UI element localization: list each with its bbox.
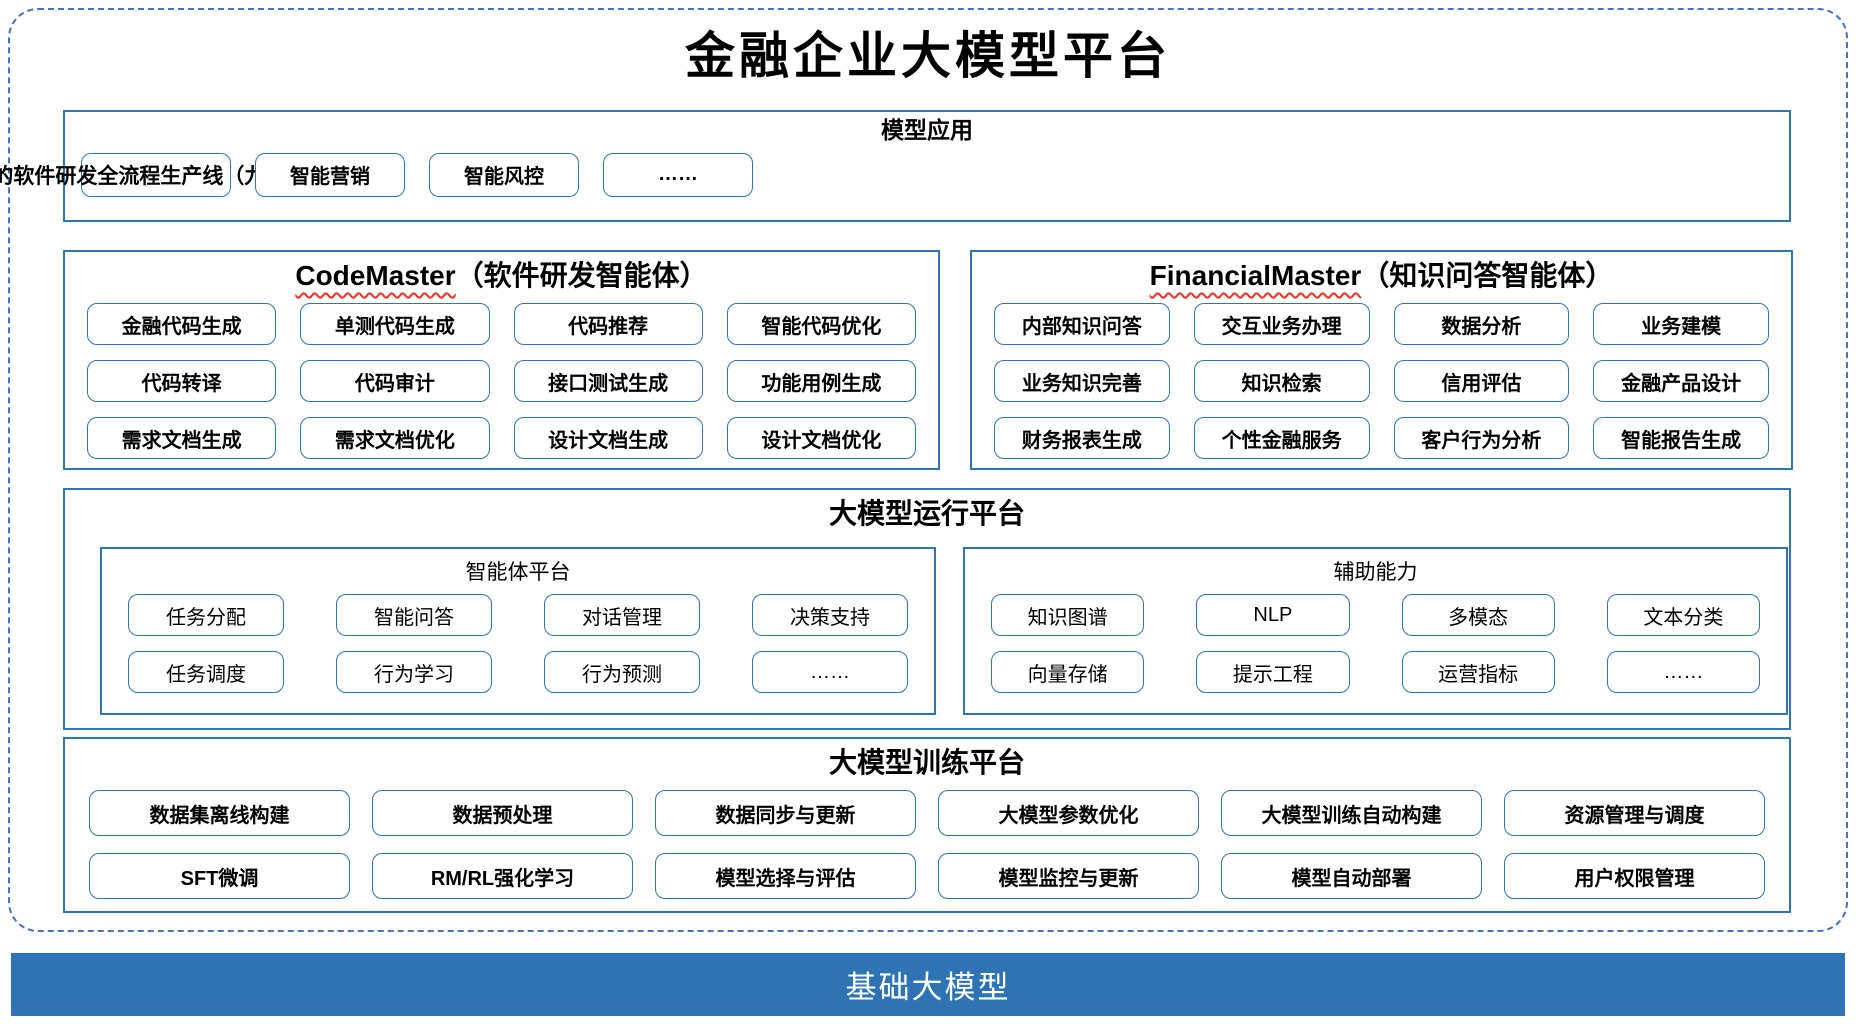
item-box: 文本分类 xyxy=(1606,594,1760,636)
item-box: 决策支持 xyxy=(752,594,908,636)
pipeline-box: 基于AI的软件研发全流程生产线（九天揽月AI+） xyxy=(0,152,383,197)
item-box: 信用评估 xyxy=(1393,360,1570,402)
item-box: 大模型参数优化 xyxy=(938,790,1199,836)
item-box: 接口测试生成 xyxy=(513,360,703,402)
item-box: 行为学习 xyxy=(336,651,492,693)
item-box: 金融代码生成 xyxy=(87,303,277,345)
item-box: 用户权限管理 xyxy=(1504,853,1765,899)
section-train-platform-title: 大模型训练平台 xyxy=(828,747,1025,778)
item-box: 功能用例生成 xyxy=(726,360,916,402)
item-box: 智能代码优化 xyxy=(726,303,916,345)
item-box: 智能报告生成 xyxy=(1593,417,1769,459)
section-codemaster: CodeMaster（软件研发智能体） 金融代码生成单测代码生成代码推荐智能代码… xyxy=(63,250,940,470)
section-run-platform-title: 大模型运行平台 xyxy=(828,498,1025,529)
item-box: 任务分配 xyxy=(128,594,284,636)
item-box: 设计文档生成 xyxy=(513,417,703,459)
item-box: 交互业务办理 xyxy=(1193,303,1370,345)
item-box: 运营指标 xyxy=(1401,651,1555,693)
item-box: 数据分析 xyxy=(1393,303,1570,345)
agent-platform-grid: 任务分配 智能问答 对话管理 决策支持任务调度 行为学习 行为预测 …… xyxy=(102,586,934,693)
financialmaster-title-suffix: （知识问答智能体） xyxy=(1361,260,1614,291)
section-financialmaster-title: FinancialMaster（知识问答智能体） xyxy=(972,252,1791,293)
item-box: 模型监控与更新 xyxy=(938,853,1199,899)
page-title: 金融企业大模型平台 xyxy=(685,26,1171,85)
item-box: 个性金融服务 xyxy=(1193,417,1370,459)
agent-platform-box: 智能体平台 任务分配 智能问答 对话管理 决策支持任务调度 行为学习 行为预测 …… xyxy=(100,547,936,715)
financialmaster-title-en: FinancialMaster xyxy=(1149,260,1362,291)
item-box: 智能风控 xyxy=(429,152,579,197)
item-box: 代码转译 xyxy=(87,360,277,402)
item-box: 资源管理与调度 xyxy=(1504,790,1765,836)
item-box: 业务知识完善 xyxy=(994,360,1170,402)
item-box: 智能营销 xyxy=(255,152,405,197)
section-model-application-title: 模型应用 xyxy=(881,117,973,143)
section-train-platform: 大模型训练平台 数据集离线构建数据预处理数据同步与更新大模型参数优化大模型训练自… xyxy=(63,737,1791,913)
item-box: 数据同步与更新 xyxy=(655,790,916,836)
item-box: 知识检索 xyxy=(1193,360,1370,402)
item-box: 多模态 xyxy=(1401,594,1555,636)
item-box: 模型选择与评估 xyxy=(655,853,916,899)
auxiliary-box: 辅助能力 知识图谱 NLP 多模态 文本分类向量存储 提示工程 运营指标 …… xyxy=(963,547,1788,715)
base-model-label: 基础大模型 xyxy=(845,970,1011,1005)
item-box: …… xyxy=(1606,651,1760,693)
train-platform-grid: 数据集离线构建数据预处理数据同步与更新大模型参数优化大模型训练自动构建资源管理与… xyxy=(65,780,1789,899)
item-box: 数据集离线构建 xyxy=(89,790,350,836)
codemaster-title-en: CodeMaster xyxy=(295,260,456,291)
codemaster-title-suffix: （软件研发智能体） xyxy=(455,260,708,291)
item-box: …… xyxy=(752,651,908,693)
model-application-items: 智能营销智能风控 …… xyxy=(255,152,753,197)
item-box: 向量存储 xyxy=(991,651,1145,693)
section-run-platform: 大模型运行平台 智能体平台 任务分配 智能问答 对话管理 决策支持任务调度 行为学习 行为… xyxy=(63,488,1791,730)
item-box: 需求文档生成 xyxy=(87,417,277,459)
item-box: 任务调度 xyxy=(128,651,284,693)
financialmaster-grid: 内部知识问答交互业务办理数据分析业务建模业务知识完善知识检索信用评估金融产品设计… xyxy=(972,293,1791,459)
item-box: 设计文档优化 xyxy=(726,417,916,459)
item-box: NLP xyxy=(1196,594,1350,636)
item-box: 提示工程 xyxy=(1196,651,1350,693)
item-box: 数据预处理 xyxy=(372,790,633,836)
item-box: 对话管理 xyxy=(544,594,700,636)
item-box: 行为预测 xyxy=(544,651,700,693)
item-box: SFT微调 xyxy=(89,853,350,899)
item-box: …… xyxy=(603,152,753,197)
item-box: 代码推荐 xyxy=(513,303,703,345)
item-box: RM/RL强化学习 xyxy=(372,853,633,899)
codemaster-grid: 金融代码生成单测代码生成代码推荐智能代码优化代码转译代码审计接口测试生成功能用例… xyxy=(65,293,938,459)
outer-dashed-frame xyxy=(8,8,1848,932)
item-box: 单测代码生成 xyxy=(300,303,490,345)
item-box: 客户行为分析 xyxy=(1393,417,1570,459)
auxiliary-title: 辅助能力 xyxy=(1333,561,1418,584)
base-model-bar: 基础大模型 xyxy=(11,953,1845,1016)
item-box: 金融产品设计 xyxy=(1593,360,1769,402)
item-box: 模型自动部署 xyxy=(1221,853,1482,899)
auxiliary-grid: 知识图谱 NLP 多模态 文本分类向量存储 提示工程 运营指标 …… xyxy=(965,586,1786,693)
item-box: 财务报表生成 xyxy=(994,417,1170,459)
item-box: 智能问答 xyxy=(336,594,492,636)
section-codemaster-title: CodeMaster（软件研发智能体） xyxy=(65,252,938,293)
item-box: 需求文档优化 xyxy=(300,417,490,459)
section-financialmaster: FinancialMaster（知识问答智能体） 内部知识问答交互业务办理数据分… xyxy=(970,250,1793,470)
item-box: 内部知识问答 xyxy=(994,303,1170,345)
item-box: 业务建模 xyxy=(1593,303,1769,345)
agent-platform-title: 智能体平台 xyxy=(465,561,571,584)
item-box: 大模型训练自动构建 xyxy=(1221,790,1482,836)
item-box: 代码审计 xyxy=(300,360,490,402)
item-box: 知识图谱 xyxy=(991,594,1145,636)
